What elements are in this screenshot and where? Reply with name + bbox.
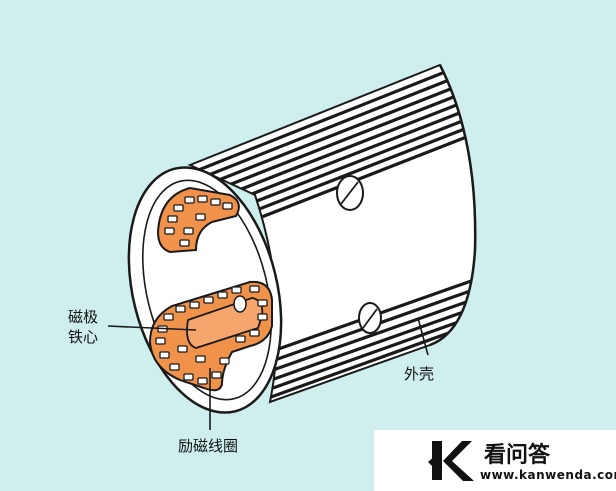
field-coil-label: 励磁线圈 [178,437,238,455]
upper-cooling-fins [195,70,470,229]
watermark-name: 看问答 [484,442,551,468]
watermark-url: www.kanwenda.com [480,468,616,482]
watermark: 看问答 www.kanwenda.com [374,430,616,491]
housing-label: 外壳 [404,365,434,383]
k-logo-icon [428,441,474,481]
terminal-hole-top [336,175,364,211]
housing-body [187,63,477,404]
leader-lines [107,317,429,430]
terminal-hole-bottom [358,302,382,334]
upper-field-coil [156,186,240,254]
housing-leader [417,317,429,356]
pole-core-label-line2: 铁心 [68,328,98,346]
pole-core-leader [107,325,197,331]
lower-field-coil [148,280,273,392]
pole-core-label-line1: 磁极 [68,308,98,326]
